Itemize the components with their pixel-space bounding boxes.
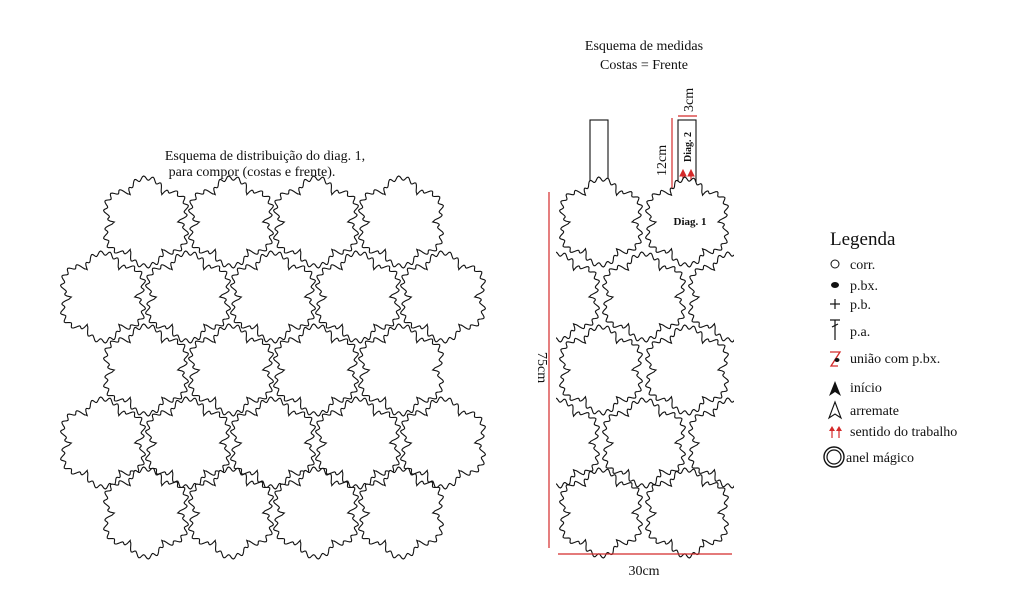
crochet-motif [687, 251, 734, 343]
double-crochet-icon [830, 319, 840, 340]
strap-width-label: 3cm [682, 88, 697, 112]
measurement-scheme: Esquema de medidas Costas = Frente Diag.… [534, 39, 734, 579]
crochet-motif [644, 467, 730, 559]
legend-title: Legenda [830, 229, 896, 250]
legend-label-uniao: união com p.bx. [850, 352, 940, 367]
crochet-motif [102, 175, 190, 269]
work-direction-icon [829, 426, 842, 438]
legend-label-inicio: início [850, 381, 882, 396]
crochet-motif [272, 466, 360, 560]
crochet-motif [229, 396, 317, 490]
legend-label-anel: anel mágico [846, 451, 914, 466]
height-label: 75cm [534, 352, 549, 383]
legend-label-pbx: p.bx. [850, 279, 878, 294]
diag2-label: Diag. 2 [683, 132, 694, 162]
crochet-motif [187, 175, 275, 269]
measures-title-line2: Costas = Frente [600, 58, 688, 73]
legend-label-pa: p.a. [850, 325, 870, 340]
crochet-motif [687, 397, 734, 489]
distribution-scheme: Esquema de distribuição do diag. 1, para… [59, 149, 487, 560]
crochet-motif [357, 466, 445, 560]
crochet-motif [272, 175, 360, 269]
measurement-motif-grid [556, 176, 734, 559]
legend-label-pb: p.b. [850, 298, 871, 313]
crochet-motif [59, 250, 147, 344]
finish-arrow-icon [827, 400, 843, 420]
join-slip-stitch-icon [829, 351, 842, 367]
distribution-motif-grid [59, 175, 487, 560]
crochet-motif [314, 250, 402, 344]
legend-label-sentido: sentido do trabalho [850, 425, 957, 440]
crochet-motif [357, 323, 445, 417]
crochet-motif [272, 323, 360, 417]
legend-label-corr: corr. [850, 258, 875, 273]
crochet-motif [399, 396, 487, 490]
crochet-motif [102, 323, 190, 417]
crochet-motif [644, 176, 730, 268]
crochet-motif [187, 466, 275, 560]
diag1-label: Diag. 1 [674, 216, 707, 228]
crochet-motif [144, 396, 232, 490]
crochet-motif [187, 323, 275, 417]
crochet-motif [314, 396, 402, 490]
chain-stitch-icon [830, 259, 840, 269]
crochet-motif [558, 324, 644, 416]
slip-stitch-icon [831, 282, 839, 288]
crochet-motif [601, 397, 687, 489]
crochet-motif [59, 396, 147, 490]
width-label: 30cm [628, 564, 659, 579]
measures-title-line1: Esquema de medidas [585, 39, 703, 54]
crochet-motif [556, 397, 601, 489]
crochet-motif [102, 466, 190, 560]
start-arrow-icon [829, 381, 841, 396]
crochet-motif [558, 467, 644, 559]
distribution-title-line2: para compor (costas e frente). [169, 165, 336, 180]
crochet-motif [357, 175, 445, 269]
crochet-motif [144, 250, 232, 344]
single-crochet-icon [830, 299, 840, 309]
crochet-motif [644, 324, 730, 416]
legend: Legenda corr. p.bx. p.b. p.a. união com … [823, 229, 957, 468]
crochet-motif [399, 250, 487, 344]
strap-height-label: 12cm [655, 145, 670, 176]
distribution-title-line1: Esquema de distribuição do diag. 1, [165, 149, 365, 164]
crochet-motif [229, 250, 317, 344]
crochet-motif [556, 251, 601, 343]
legend-label-arremate: arremate [850, 404, 899, 419]
magic-ring-icon [823, 446, 845, 468]
crochet-motif [601, 251, 687, 343]
crochet-motif [558, 176, 644, 268]
